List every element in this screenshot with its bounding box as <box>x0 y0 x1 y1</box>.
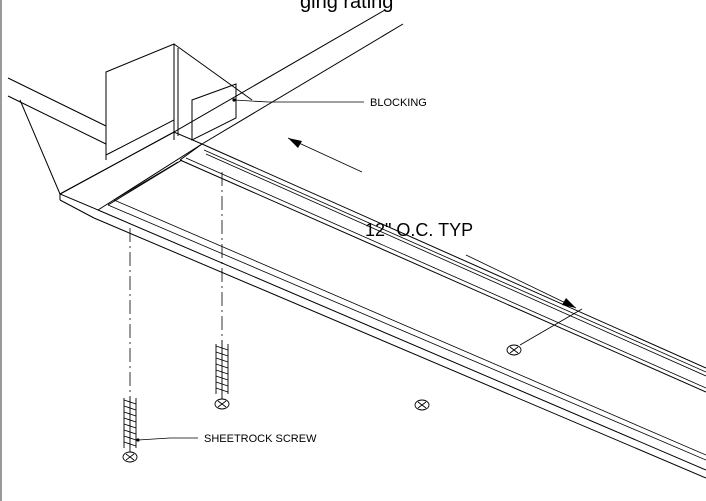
screw-label: SHEETROCK SCREW <box>204 433 317 445</box>
furring-channel <box>19 99 706 479</box>
blocking-label: BLOCKING <box>370 97 427 109</box>
sheetrock-screw-front <box>122 396 138 463</box>
screw-leader <box>136 437 198 442</box>
blocking-box <box>105 43 253 160</box>
sheetrock-screw-rear <box>214 340 230 410</box>
partial-heading-text: ging rating <box>300 0 393 13</box>
installed-screw-upper <box>506 344 522 356</box>
left-joist <box>7 77 107 145</box>
installed-screw-lower <box>414 399 430 411</box>
blocking-leader <box>232 98 364 103</box>
spacing-dimension <box>287 137 583 346</box>
spacing-label: 12" O.C. TYP <box>365 220 473 240</box>
